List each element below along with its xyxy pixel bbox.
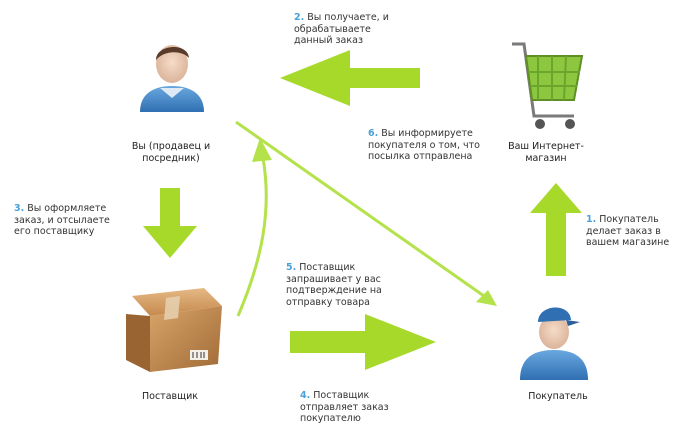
node-label-supplier: Поставщик: [142, 391, 198, 402]
node-label-you: Вы (продавец и посредник): [131, 141, 211, 164]
step-4: 4. Поставщик отправляет заказ покупателю: [300, 390, 416, 425]
step-3-number: 3.: [14, 203, 25, 214]
step-2: 2. Вы получаете, и обрабатываете данный …: [294, 12, 394, 47]
step-5-text: Поставщик запрашивает у вас подтверждени…: [286, 262, 382, 308]
arrow-buyer-to-shop: [530, 183, 582, 276]
arrow-supplier-to-buyer: [290, 314, 436, 370]
step-1-text: Покупатель делает заказ в вашем магазине: [586, 214, 670, 248]
node-label-buyer: Покупатель: [528, 391, 588, 402]
arrow-you-to-buyer-head: [476, 290, 497, 306]
step-5: 5. Поставщик запрашивает у вас подтвержд…: [286, 262, 406, 308]
step-1: 1. Покупатель делает заказ в вашем магаз…: [586, 214, 692, 249]
arrow-supplier-to-you: [236, 157, 268, 317]
arrow-you-to-supplier: [143, 188, 197, 258]
node-label-shop: Ваш Интернет-магазин: [508, 141, 584, 164]
step-3: 3. Вы оформляете заказ, и отсылаете его …: [14, 203, 122, 238]
arrow-supplier-to-you-head: [252, 138, 272, 162]
step-1-number: 1.: [586, 214, 597, 225]
step-6: 6. Вы информируете покупателя о том, что…: [368, 128, 492, 163]
step-5-number: 5.: [286, 262, 297, 273]
arrow-you-to-buyer: [235, 120, 485, 298]
step-4-text: Поставщик отправляет заказ покупателю: [300, 390, 389, 424]
step-6-number: 6.: [368, 128, 379, 139]
step-4-number: 4.: [300, 390, 311, 401]
step-3-text: Вы оформляете заказ, и отсылаете его пос…: [14, 203, 110, 237]
arrow-shop-to-you: [280, 50, 420, 106]
step-6-text: Вы информируете покупателя о том, что по…: [368, 128, 480, 162]
step-2-text: Вы получаете, и обрабатываете данный зак…: [294, 12, 389, 46]
step-2-number: 2.: [294, 12, 305, 23]
